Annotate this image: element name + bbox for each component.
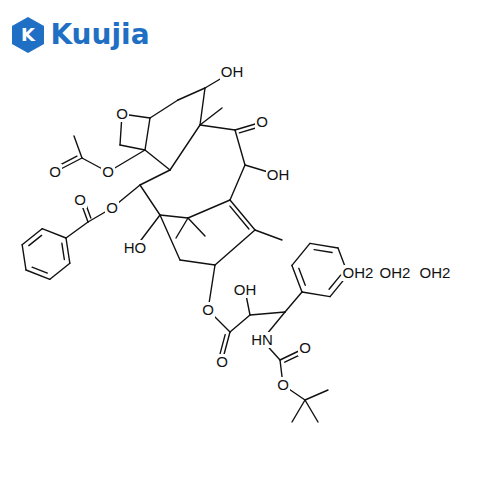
atom-label: O — [101, 164, 115, 180]
bond — [230, 165, 245, 200]
bond — [230, 206, 249, 229]
bond — [176, 218, 188, 238]
bond — [285, 292, 302, 312]
bond — [215, 230, 255, 265]
bond — [160, 215, 188, 218]
bond — [305, 390, 328, 400]
bond — [292, 400, 305, 422]
bond — [188, 200, 230, 218]
logo-text: Kuujia — [49, 19, 150, 51]
bond — [178, 88, 205, 100]
bond — [302, 292, 330, 297]
bond — [145, 118, 150, 150]
bond — [329, 275, 341, 289]
bond — [310, 243, 338, 248]
atom-label: HO — [123, 240, 148, 256]
bond — [299, 268, 305, 285]
atom-label: O — [255, 114, 269, 130]
bond — [145, 150, 170, 170]
bond — [255, 230, 282, 240]
logo-text: K — [20, 25, 36, 45]
bond — [235, 130, 245, 165]
atom-label: HN — [250, 332, 274, 348]
bond — [140, 170, 170, 185]
bond — [22, 229, 42, 245]
atom-label: O — [215, 354, 229, 370]
atom-label: OH — [233, 282, 258, 298]
bond — [292, 243, 310, 265]
bond — [200, 125, 235, 130]
bond — [250, 312, 285, 315]
water-formula: OH2 — [342, 265, 375, 281]
atom-label: O — [201, 302, 215, 318]
atom-label: OH — [220, 64, 245, 80]
bond — [180, 260, 215, 265]
water-formula: OH2 — [419, 265, 452, 281]
atom-label: O — [115, 106, 129, 122]
bond — [62, 243, 64, 259]
atom-label: O — [276, 377, 290, 393]
water-formula: OH2 — [379, 265, 412, 281]
bond — [26, 270, 50, 279]
atom-label: O — [298, 340, 312, 356]
atom-label: O — [73, 192, 87, 208]
bond — [22, 245, 26, 270]
bond — [150, 100, 178, 118]
bond — [230, 200, 255, 230]
bond-lines — [22, 72, 348, 422]
atom-label: O — [105, 200, 119, 216]
bond — [50, 263, 70, 279]
logo-icon — [12, 17, 44, 53]
bond — [305, 400, 318, 422]
bond — [200, 108, 222, 125]
bond — [140, 185, 160, 215]
bond — [200, 88, 205, 125]
bond — [170, 125, 200, 170]
bond — [292, 265, 302, 292]
bond — [188, 218, 205, 236]
bond — [32, 267, 47, 273]
atom-label: O — [48, 164, 62, 180]
bond — [120, 145, 145, 150]
bond — [230, 315, 250, 332]
bond — [29, 235, 42, 245]
bond — [66, 222, 88, 238]
bond — [74, 136, 82, 158]
bond — [314, 250, 332, 253]
atom-label: OH — [266, 167, 291, 183]
bond — [66, 238, 70, 263]
bond — [42, 229, 66, 238]
